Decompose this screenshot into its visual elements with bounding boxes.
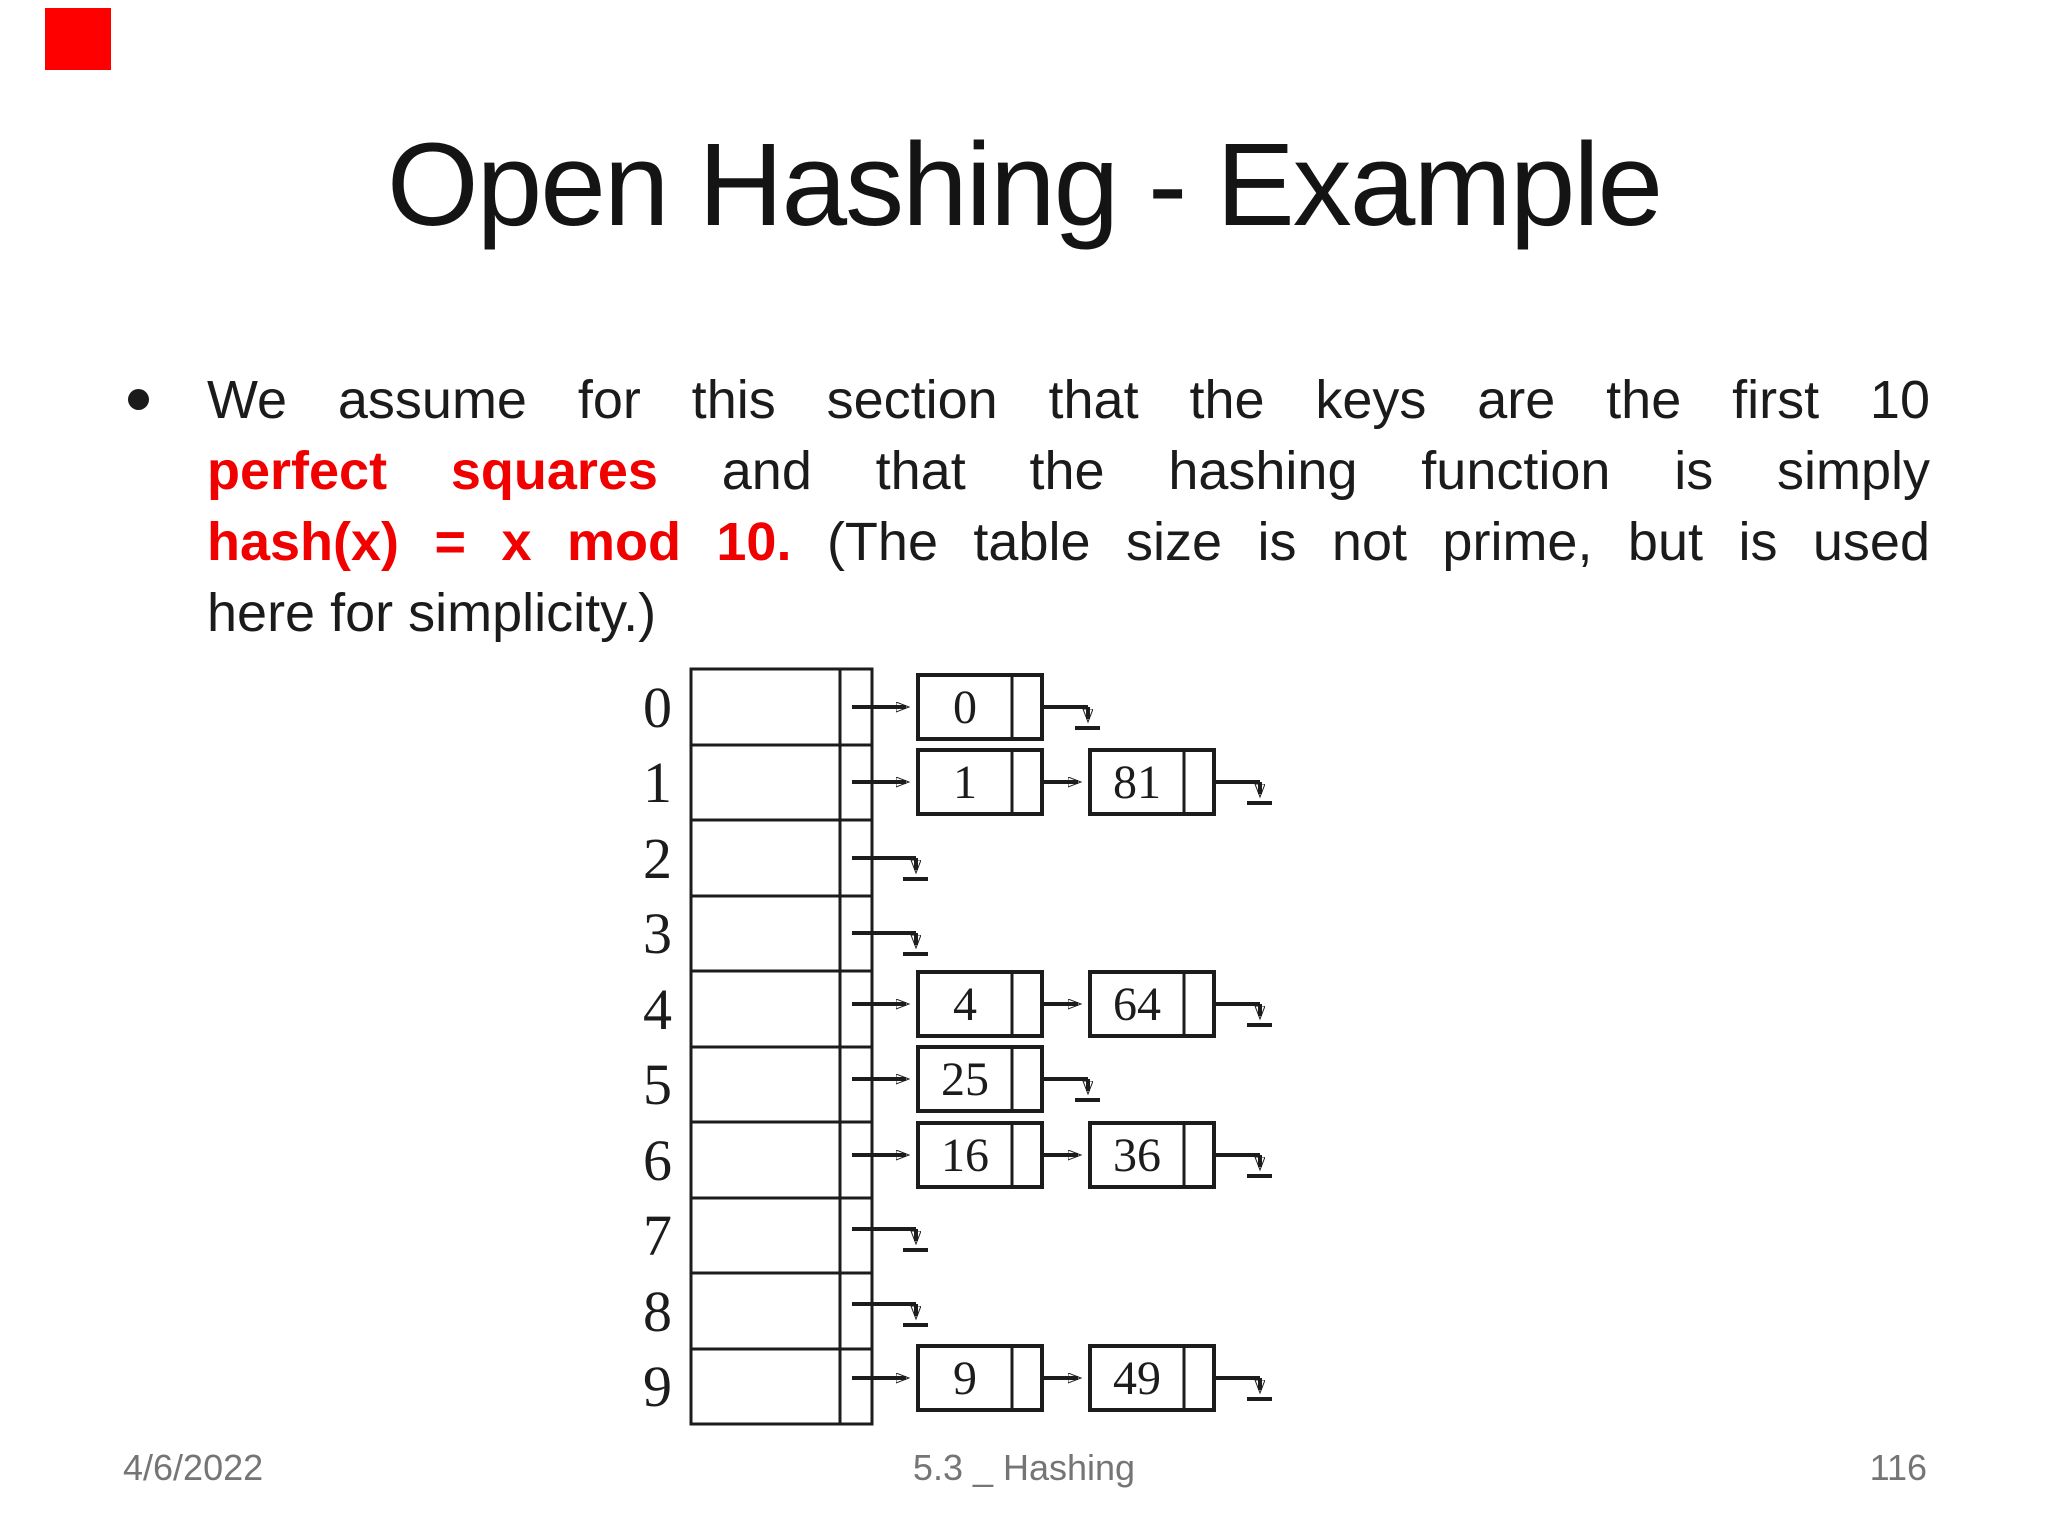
footer-date: 4/6/2022	[123, 1447, 264, 1488]
bucket-row-7	[852, 1227, 928, 1250]
null-terminator-icon	[903, 1229, 928, 1250]
body-line: We assume for this section that the keys…	[207, 365, 1930, 436]
bucket-row-2	[852, 856, 928, 879]
page-title: Open Hashing - Example	[386, 119, 1663, 251]
body-paragraph: We assume for this section that the keys…	[207, 365, 1930, 649]
body-line: perfect squares and that the hashing fun…	[207, 436, 1930, 507]
list-node: 64	[1088, 970, 1216, 1038]
bucket-row-9: 9 49	[852, 1344, 1272, 1412]
body-line: here for simplicity.)	[207, 578, 1930, 649]
emphasis-text: hash(x) = x mod 10.	[207, 512, 792, 572]
list-node: 0	[916, 673, 1044, 741]
bucket-row-5: 25	[852, 1045, 1100, 1113]
bucket-index-label: 3	[643, 901, 672, 966]
body-text: We assume for this section that the keys…	[207, 370, 1930, 430]
node-value: 81	[1113, 756, 1161, 809]
bucket-index-label: 4	[643, 977, 672, 1042]
list-node: 81	[1088, 748, 1216, 816]
null-terminator-icon	[903, 858, 928, 879]
node-value: 49	[1113, 1352, 1161, 1405]
body-line: hash(x) = x mod 10. (The table size is n…	[207, 507, 1930, 578]
node-value: 4	[953, 978, 977, 1031]
body-text: here for simplicity.)	[207, 583, 657, 643]
red-marker-box	[45, 8, 111, 70]
bucket-index-label: 7	[643, 1203, 672, 1268]
footer-page-number: 116	[1869, 1447, 1927, 1488]
bucket-row-0: 0	[852, 673, 1100, 741]
bucket-index-label: 1	[643, 750, 672, 815]
bucket-row-6: 16 36	[852, 1121, 1272, 1189]
hash-table-diagram: 0 1 2 3 4 5 6 7 8 9 0	[600, 640, 1400, 1452]
list-node: 25	[916, 1045, 1044, 1113]
body-text: and that the hashing function is simply	[657, 441, 1930, 501]
null-terminator-icon	[1075, 1079, 1100, 1100]
bucket-index-label: 6	[643, 1128, 672, 1193]
list-node: 49	[1088, 1344, 1216, 1412]
bucket-row-4: 4 64	[852, 970, 1272, 1038]
footer-section-title: 5.3 _ Hashing	[912, 1447, 1136, 1488]
bucket-index-label: 8	[643, 1279, 672, 1344]
null-terminator-icon	[1075, 707, 1100, 728]
list-node: 1	[916, 748, 1044, 816]
bucket-index-labels: 0 1 2 3 4 5 6 7 8 9	[643, 675, 672, 1419]
null-terminator-icon	[1247, 782, 1272, 803]
node-value: 1	[953, 756, 977, 809]
null-terminator-icon	[1247, 1155, 1272, 1176]
bucket-index-label: 0	[643, 675, 672, 740]
hash-table-svg: 0 1 2 3 4 5 6 7 8 9 0	[643, 667, 1400, 1426]
node-value: 0	[953, 681, 977, 734]
bullet-icon	[128, 389, 149, 410]
list-node: 36	[1088, 1121, 1216, 1189]
list-node: 16	[916, 1121, 1044, 1189]
list-node: 4	[916, 970, 1044, 1038]
bucket-array	[689, 667, 874, 1426]
bucket-row-1: 1 81	[852, 748, 1272, 816]
bucket-index-label: 5	[643, 1052, 672, 1117]
null-terminator-icon	[1247, 1378, 1272, 1399]
bucket-index-label: 9	[643, 1354, 672, 1419]
body-text: (The table size is not prime, but is use…	[791, 512, 1930, 572]
node-value: 64	[1113, 978, 1161, 1031]
node-value: 36	[1113, 1129, 1161, 1182]
null-terminator-icon	[903, 933, 928, 954]
node-value: 25	[941, 1053, 989, 1106]
null-terminator-icon	[903, 1304, 928, 1325]
bucket-row-8	[852, 1302, 928, 1325]
null-terminator-icon	[1247, 1004, 1272, 1025]
node-value: 16	[941, 1129, 989, 1182]
node-value: 9	[953, 1352, 977, 1405]
bucket-index-label: 2	[643, 826, 672, 891]
bucket-row-3	[852, 931, 928, 954]
emphasis-text: perfect squares	[207, 441, 658, 501]
list-node: 9	[916, 1344, 1044, 1412]
